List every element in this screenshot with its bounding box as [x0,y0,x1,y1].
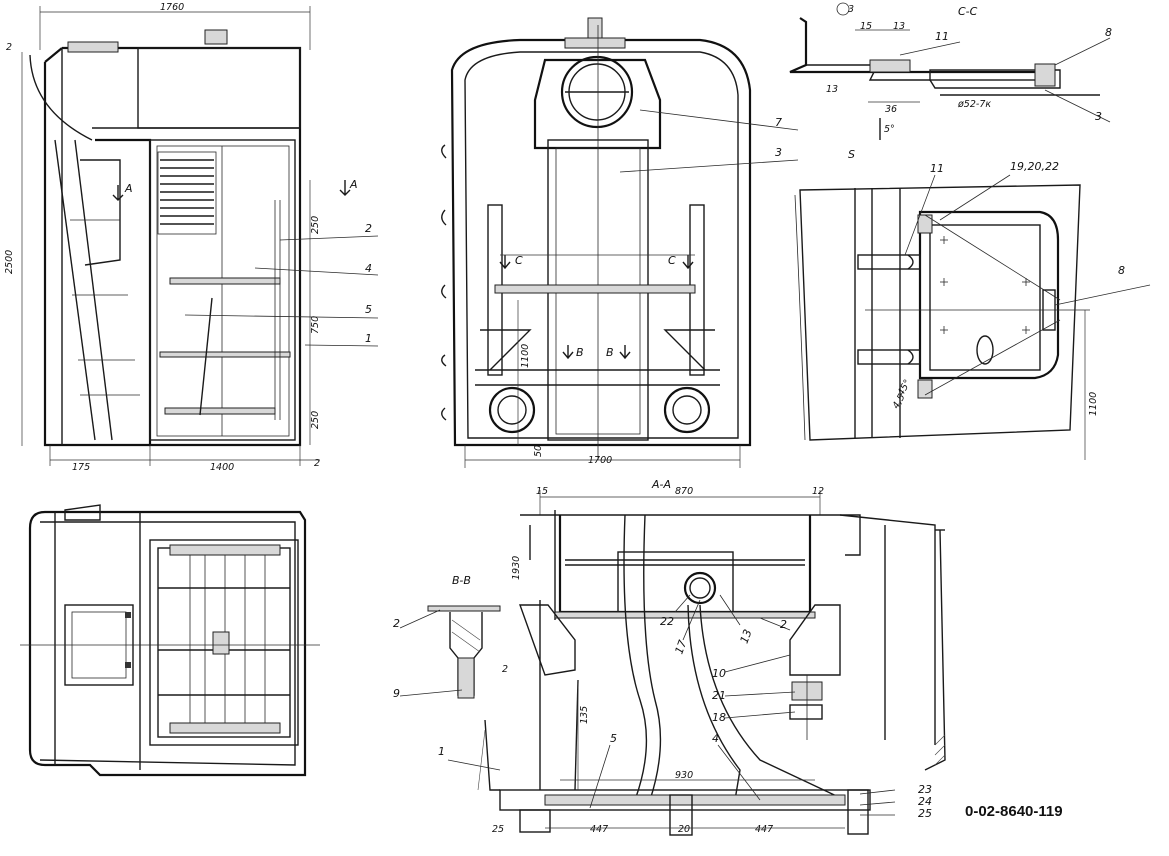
callout-3: 3 [775,146,782,159]
callout-aa-10: 10 [712,667,726,680]
dim-top-small: 2 [6,42,12,53]
section-cc: C-C 3 15 13 13 36 ø52-7к 5° S 11 8 3 [789,2,1112,161]
section-mark-a-right: A [349,178,358,191]
dim-aa-width: 870 [675,486,693,497]
dim-aa-left: 15 [536,486,548,497]
dim-center-h: 1100 [520,344,531,368]
cc-view-label: S [848,148,855,161]
callout-aa-25: 25 [918,807,932,820]
plan-view [20,504,320,777]
dim-cc-rod: ø52-7к [957,99,991,110]
callout-aa-18: 18 [712,711,726,724]
section-cc-title: C-C [958,5,978,18]
callout-detail-19-20-22: 19,20,22 [1010,160,1059,173]
callout-1: 1 [365,332,372,345]
section-aa-title: A-A [651,478,671,491]
section-aa: A-A 15 870 12 1930 [438,478,946,836]
callout-aa-22: 22 [660,615,674,628]
side-view: 1760 2 2500 [4,2,379,473]
callout-aa-5: 5 [610,732,617,745]
dim-aa-930: 930 [675,770,693,781]
section-mark-b-left: B [576,346,584,359]
front-view: C C B B 1100 1700 50 7 3 [441,17,799,468]
section-mark-c-right: C [668,254,676,267]
dim-v750: 750 [310,316,321,334]
callout-aa-4: 4 [712,732,719,745]
callout-aa-17: 17 [672,638,689,656]
callout-aa-1: 1 [438,745,445,758]
section-bb: B-B 2 9 2 [393,574,508,700]
dim-aa-447b: 447 [755,824,773,835]
section-bb-title: B-B [452,574,471,587]
callout-5: 5 [365,303,372,316]
dim-cc-15: 15 [860,21,872,32]
dim-bottom-left: 175 [72,462,90,473]
cc-angle: 5° [884,124,895,135]
callout-aa-2: 2 [780,618,787,631]
dim-top-width: 1760 [160,2,184,13]
dim-aa-20: 20 [678,824,690,835]
section-mark-c-left: C [515,254,523,267]
callout-bb-2: 2 [393,617,400,630]
callout-4: 4 [365,262,372,275]
louvre-grille [157,151,217,235]
section-mark-b-right: B [606,346,614,359]
dim-aa-447a: 447 [590,824,608,835]
callout-aa-13: 13 [738,628,755,646]
dim-front-width: 1700 [588,455,612,466]
dim-detail-1100: 1100 [1088,392,1099,416]
callout-aa-21: 21 [712,689,726,702]
section-cc-marker: 3 [848,4,854,15]
dim-detail-small-b: 45° [896,378,914,398]
dim-height: 2500 [4,250,15,274]
dim-aa-135: 135 [579,706,590,724]
dim-cc-36: 36 [885,104,897,115]
dim-v250a: 250 [310,216,321,234]
callout-detail-8: 8 [1118,264,1125,277]
callout-cc-11: 11 [935,30,949,43]
dim-cc-13a: 13 [893,21,905,32]
callout-cc-8: 8 [1105,26,1112,39]
dim-bottom-width: 1400 [210,462,234,473]
dim-bb-2: 2 [502,664,508,675]
dim-aa-25: 25 [492,824,504,835]
dim-front-small: 50 [533,445,544,457]
callout-aa-23: 23 [918,783,932,796]
dim-bottom-right: 2 [314,458,320,469]
section-mark-a-left: A [124,182,133,195]
dim-aa-1930: 1930 [511,556,522,580]
dim-v250b: 250 [310,411,321,429]
callout-bb-9: 9 [393,687,400,700]
dim-cc-13b: 13 [826,84,838,95]
callout-cc-3: 3 [1095,110,1102,123]
callout-2: 2 [365,222,372,235]
detail-view: 1100 4,5 45° 11 19,20,22 8 [794,160,1151,460]
drawing-code: 0-02-8640-119 [965,803,1063,820]
callout-7: 7 [775,116,782,129]
callout-aa-24: 24 [918,795,932,808]
callout-detail-11: 11 [930,162,944,175]
dim-aa-right: 12 [812,486,824,497]
